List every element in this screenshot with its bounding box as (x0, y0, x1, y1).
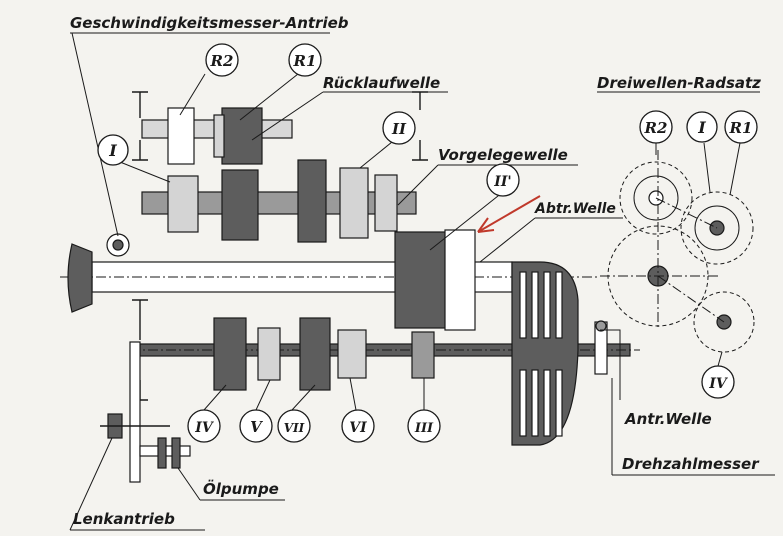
gear-vi-body (337, 329, 367, 379)
steering-drive (100, 341, 191, 483)
gear-label-i: I (97, 134, 129, 166)
gear-label-vi: VI (341, 409, 375, 443)
label-oil-pump: Ölpumpe (203, 479, 279, 498)
gear-label-r2: R2 (205, 43, 239, 77)
svg-text:VI: VI (349, 420, 367, 436)
set-label-r2: R2 (639, 110, 673, 144)
svg-text:R2: R2 (644, 119, 668, 137)
leader-lines (69, 32, 775, 531)
red-arrow (477, 195, 541, 233)
svg-text:II: II (391, 120, 407, 138)
label-countershaft: Vorgelegewelle (438, 146, 568, 164)
svg-text:VII: VII (284, 421, 305, 435)
svg-text:II': II' (493, 174, 511, 190)
gear-label-iii: III (407, 409, 441, 443)
label-output-shaft: Abtr.Welle (534, 201, 616, 217)
set-label-r1: R1 (724, 110, 758, 144)
label-tachometer: Drehzahlmesser (622, 455, 760, 473)
svg-text:R2: R2 (210, 52, 234, 70)
gear-label-v: V (239, 409, 273, 443)
speedo-drive-gear (106, 233, 130, 257)
svg-text:R1: R1 (293, 52, 317, 70)
gear-label-ii: II (382, 111, 416, 145)
three-shaft-gear-set (600, 150, 755, 353)
gear-i-body (167, 175, 199, 233)
clutch-pack (511, 261, 579, 446)
gear-v-body (257, 327, 281, 381)
output-shaft (60, 229, 600, 331)
gear-iv-body (213, 317, 247, 391)
set-label-iv: IV (701, 365, 735, 399)
svg-text:R1: R1 (729, 119, 753, 137)
svg-text:III: III (414, 421, 434, 436)
gear-countershaft-2 (297, 159, 327, 243)
gear-label-vii: VII (277, 409, 311, 443)
gear-label-ii-prime: II' (486, 163, 520, 197)
gear-label-r1: R1 (288, 43, 322, 77)
gear-label-iv: IV (187, 409, 221, 443)
svg-text:IV: IV (708, 376, 729, 392)
label-three-shaft-set: Dreiwellen-Radsatz (597, 74, 761, 92)
label-speedo-drive: Geschwindigkeitsmesser-Antrieb (70, 14, 349, 32)
gear-countershaft-1 (221, 169, 259, 241)
label-steering-drive: Lenkantrieb (73, 510, 175, 528)
set-label-i: I (686, 111, 718, 143)
gear-r1-body (221, 107, 263, 165)
gear-vii-body (299, 317, 331, 391)
tachometer-pickup (594, 320, 608, 375)
svg-text:V: V (250, 418, 263, 436)
label-reverse-shaft: Rücklaufwelle (323, 74, 440, 92)
svg-text:I: I (108, 141, 117, 160)
countershaft (141, 159, 417, 243)
input-shaft (130, 317, 640, 391)
svg-text:I: I (697, 118, 706, 137)
gear-ii-body (339, 167, 369, 239)
gear-iii-body (411, 331, 435, 379)
label-input-shaft: Antr.Welle (624, 410, 712, 428)
gear-r2-body (167, 107, 195, 165)
svg-text:IV: IV (194, 420, 215, 436)
reverse-shaft (141, 107, 293, 165)
